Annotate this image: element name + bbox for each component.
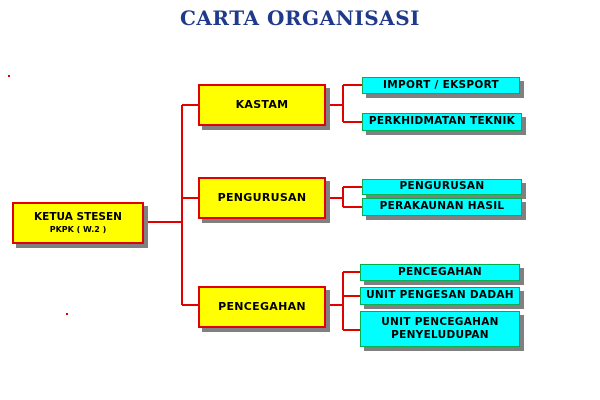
box-unit-pengesan-dadah[interactable]: UNIT PENGESAN DADAH bbox=[360, 287, 520, 305]
box-dept-kastam[interactable]: KASTAM bbox=[198, 84, 326, 126]
root-line-2: PKPK ( W.2 ) bbox=[49, 224, 107, 234]
box-unit-pengurusan[interactable]: PENGURUSAN bbox=[362, 179, 522, 195]
dept-label: KASTAM bbox=[235, 98, 289, 112]
box-unit-perkhidmatan-teknik[interactable]: PERKHIDMATAN TEKNIK bbox=[362, 113, 522, 131]
dept-label: PENCEGAHAN bbox=[218, 300, 306, 314]
box-dept-pengurusan[interactable]: PENGURUSAN bbox=[198, 177, 326, 219]
unit-label: PENGURUSAN bbox=[399, 180, 485, 193]
box-unit-perakaunan-hasil[interactable]: PERAKAUNAN HASIL bbox=[362, 198, 522, 216]
unit-label: PERKHIDMATAN TEKNIK bbox=[368, 115, 516, 128]
unit-label: UNIT PENGESAN DADAH bbox=[366, 289, 514, 302]
unit-label: UNIT PENCEGAHAN PENYELUDUPAN bbox=[381, 315, 499, 341]
box-ketua-stesen[interactable]: KETUA STESEN PKPK ( W.2 ) bbox=[12, 202, 144, 244]
dept-label: PENGURUSAN bbox=[217, 191, 307, 205]
box-dept-pencegahan[interactable]: PENCEGAHAN bbox=[198, 286, 326, 328]
box-unit-pencegahan-penyeludupan[interactable]: UNIT PENCEGAHAN PENYELUDUPAN bbox=[360, 311, 520, 347]
box-unit-pencegahan[interactable]: PENCEGAHAN bbox=[360, 264, 520, 281]
stray-dot bbox=[66, 313, 68, 315]
unit-label: PERAKAUNAN HASIL bbox=[379, 200, 505, 213]
chart-title: CARTA ORGANISASI bbox=[179, 6, 420, 30]
unit-label: PENCEGAHAN bbox=[398, 265, 482, 278]
box-unit-import-eksport[interactable]: IMPORT / EKSPORT bbox=[362, 77, 520, 94]
unit-label: IMPORT / EKSPORT bbox=[383, 78, 499, 91]
stray-dot bbox=[8, 75, 10, 77]
root-line-1: KETUA STESEN bbox=[34, 211, 122, 224]
